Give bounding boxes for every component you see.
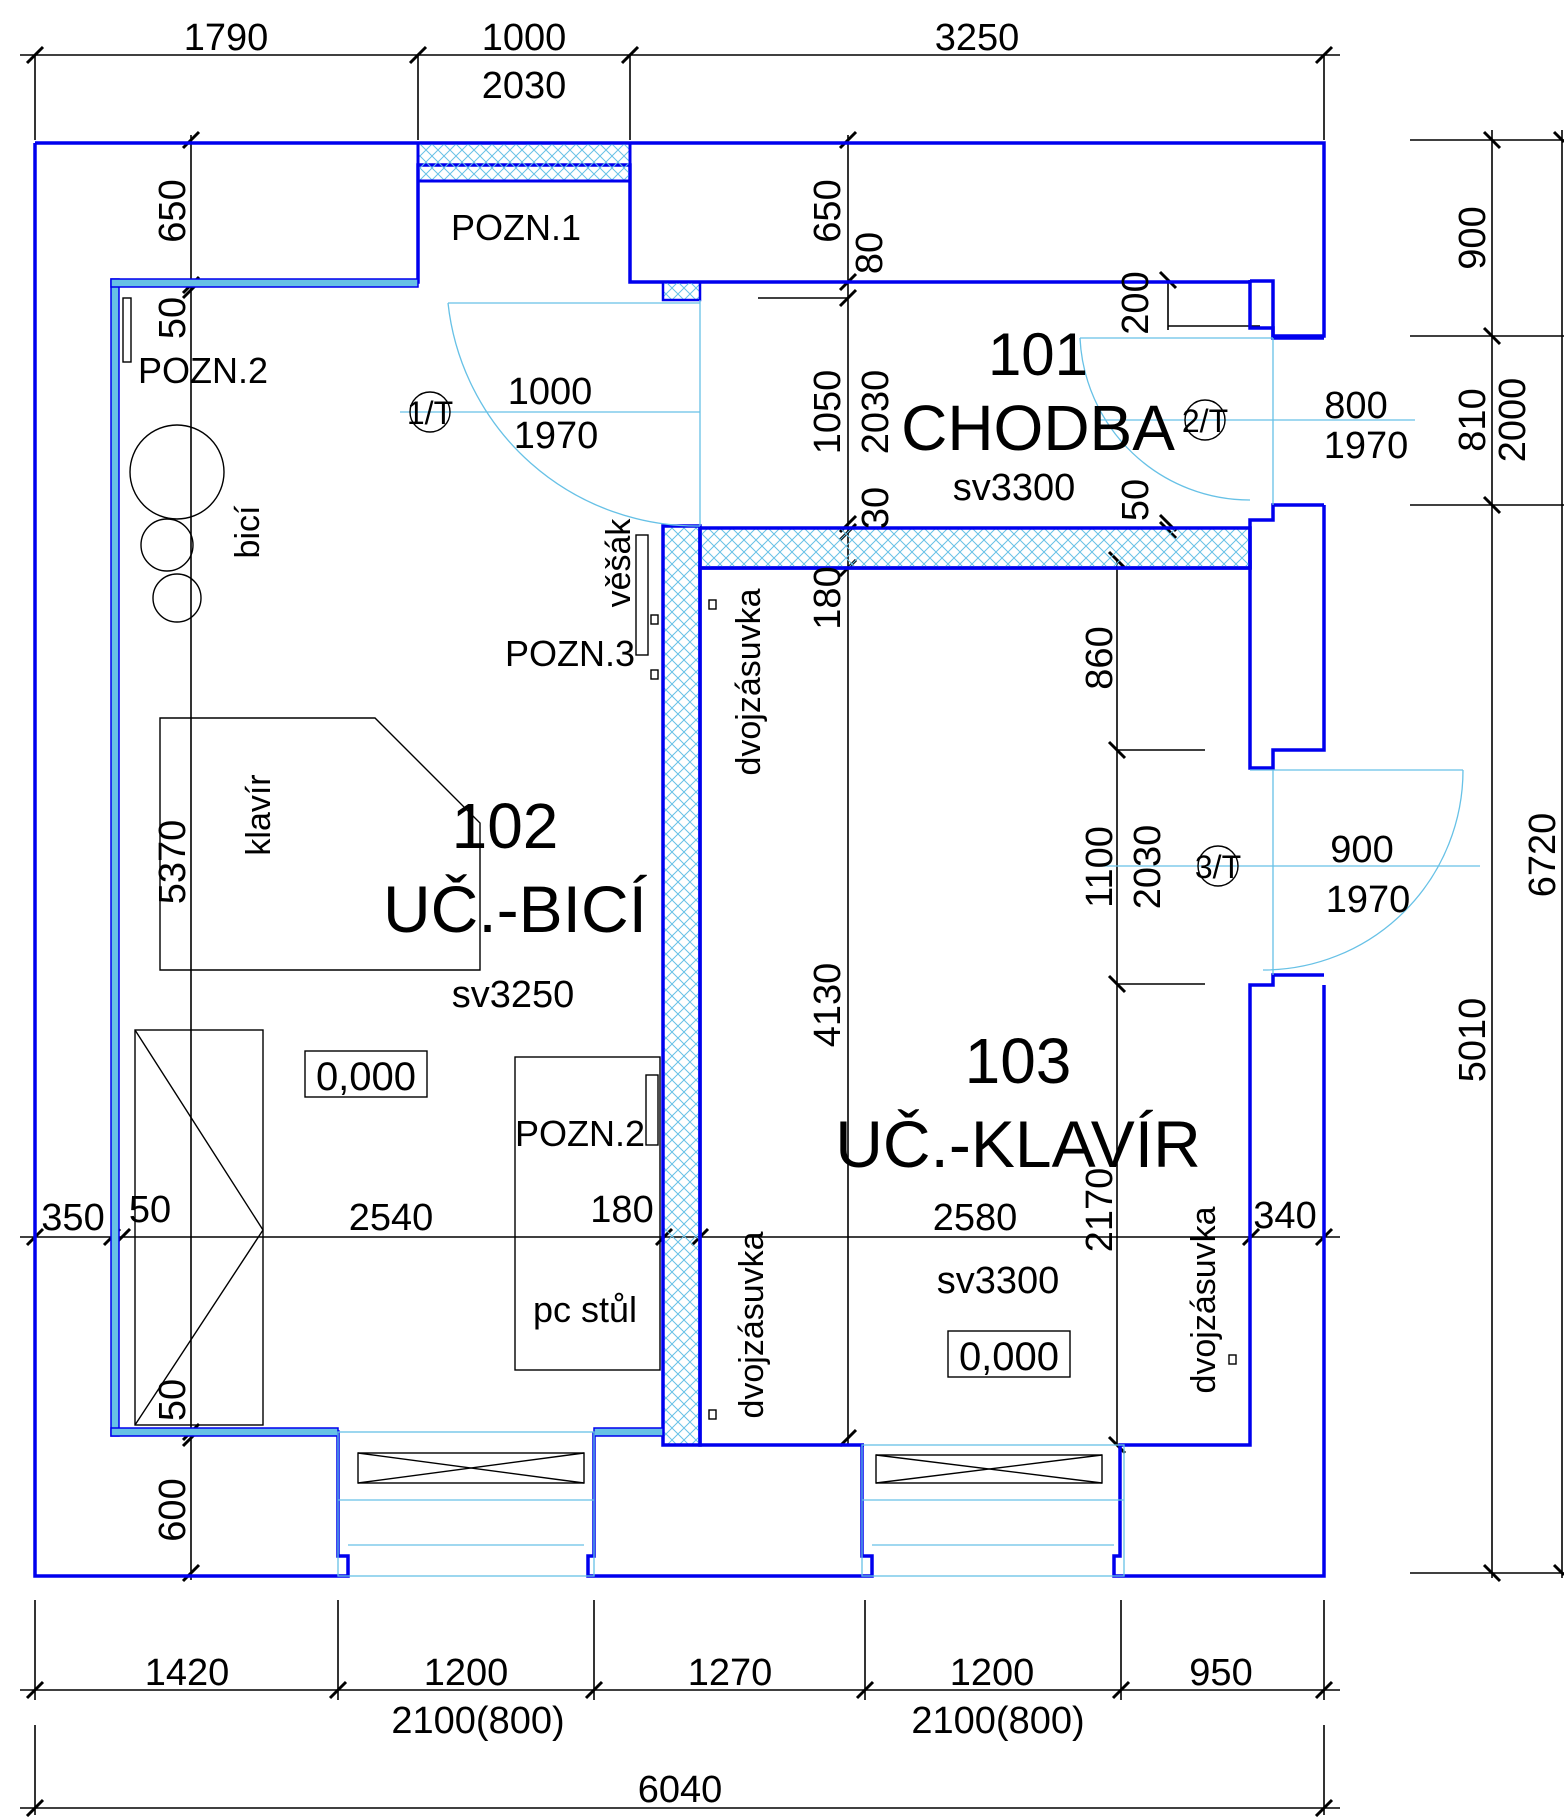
- level-box-103: [947, 1330, 1071, 1378]
- dim-right-2: 810: [1452, 388, 1494, 451]
- label-socket-3: dvojzásuvka: [1185, 1206, 1223, 1393]
- walls: [33, 141, 1326, 1578]
- wall-box-top: [122, 297, 132, 363]
- door-2-tag: 2/T: [1182, 403, 1228, 439]
- note-pozn2-desk: POZN.2: [515, 1113, 645, 1154]
- door-tag-circle-3: [1197, 845, 1239, 887]
- room-101-height: sv3300: [953, 467, 1076, 509]
- dim-left-2: 50: [152, 297, 194, 339]
- piano-outline: [159, 717, 481, 971]
- windows: [337, 1431, 1125, 1577]
- dim-r103-2: 50: [1115, 479, 1157, 521]
- label-piano: klavír: [240, 774, 278, 855]
- room-101-name: CHODBA: [901, 392, 1175, 464]
- cabinet-diagonal: [134, 1029, 264, 1426]
- dim-left-4: 50: [152, 1379, 194, 1421]
- dim-r103-4-side: 2030: [1127, 825, 1169, 910]
- dim-left-5: 600: [152, 1478, 194, 1541]
- room-102-height: sv3250: [452, 974, 575, 1016]
- door-3-width: 900: [1330, 829, 1393, 871]
- dim-mid-4: 30: [855, 487, 897, 529]
- drum-medium-icon: [140, 518, 194, 572]
- dim-left-1: 650: [152, 179, 194, 242]
- dim-mid-3: 1050: [807, 370, 849, 455]
- door-3-height: 1970: [1326, 879, 1411, 921]
- dim-bottom-1: 1420: [145, 1652, 230, 1694]
- dim-bottom-3: 1270: [688, 1652, 773, 1694]
- room-103-number: 103: [965, 1025, 1072, 1097]
- note-pozn3: POZN.3: [505, 633, 635, 674]
- labels: 1790 1000 2030 3250 1420 1200 2100(800) …: [41, 17, 1564, 1811]
- dim-mid-6: 4130: [807, 963, 849, 1048]
- door-2-height: 1970: [1324, 425, 1409, 467]
- dim-right-total: 6720: [1522, 813, 1564, 898]
- dimension-lines: [20, 45, 1564, 1817]
- dim-mid-5: 180: [807, 566, 849, 629]
- door-3-tag: 3/T: [1195, 849, 1241, 885]
- door-1-tag: 1/T: [407, 395, 453, 431]
- dim-bottom-total: 6040: [638, 1769, 723, 1811]
- label-socket-2: dvojzásuvka: [733, 1231, 771, 1418]
- hanger-rail: [635, 534, 649, 656]
- dim-r103-3: 860: [1079, 626, 1121, 689]
- dim-h-5: 2580: [933, 1197, 1018, 1239]
- dim-r103-4: 1100: [1079, 826, 1121, 908]
- note-pozn1: POZN.1: [451, 207, 581, 248]
- door-tag-circle-1: [409, 391, 451, 433]
- dim-h-1: 350: [41, 1197, 104, 1239]
- hanger-mark-2: [650, 669, 659, 680]
- dim-h-6: 340: [1253, 1195, 1316, 1237]
- drum-small-icon: [152, 573, 202, 623]
- furniture: [122, 297, 1239, 1426]
- label-socket-1: dvojzásuvka: [730, 588, 768, 775]
- hanger-mark-1: [650, 614, 659, 625]
- room-102-name: UČ.-BICÍ: [383, 872, 648, 946]
- dim-h-2: 50: [129, 1189, 171, 1231]
- dim-right-2-side: 2000: [1492, 378, 1534, 463]
- room-103-height: sv3300: [937, 1260, 1060, 1302]
- socket-mark-1: [708, 599, 717, 610]
- drum-large-icon: [129, 424, 225, 520]
- storage-cabinet: [134, 1029, 264, 1426]
- doors: [400, 300, 1480, 975]
- door-tag-circle-2: [1184, 399, 1226, 441]
- dim-top-2: 1000: [482, 17, 567, 59]
- socket-mark-3: [1228, 1354, 1237, 1365]
- label-drums: bicí: [229, 505, 267, 558]
- door-1-height: 1970: [514, 415, 599, 457]
- room-103-level: 0,000: [959, 1335, 1059, 1379]
- pc-desk-outline: [514, 1056, 661, 1371]
- label-desk: pc stůl: [533, 1289, 637, 1330]
- level-box-102: [304, 1050, 428, 1098]
- room-102-number: 102: [452, 790, 559, 862]
- note-pozn2-top: POZN.2: [138, 350, 268, 391]
- dim-mid-1: 650: [807, 179, 849, 242]
- room-102-level: 0,000: [316, 1055, 416, 1099]
- room-103-name: UČ.-KLAVÍR: [835, 1107, 1201, 1181]
- dim-h-3: 2540: [349, 1197, 434, 1239]
- dim-bottom-5: 950: [1189, 1652, 1252, 1694]
- dim-top-1: 1790: [184, 17, 269, 59]
- door-1-width: 1000: [508, 371, 593, 413]
- door-2-width: 800: [1324, 385, 1387, 427]
- dim-bottom-2-sub: 2100(800): [391, 1700, 564, 1742]
- dim-r103-1: 200: [1115, 271, 1157, 334]
- wall-box-desk: [645, 1074, 659, 1146]
- dim-right-1: 900: [1452, 206, 1494, 269]
- dim-bottom-4: 1200: [950, 1652, 1035, 1694]
- socket-mark-2: [708, 1409, 717, 1420]
- dim-top-2-sub: 2030: [482, 65, 567, 107]
- dim-mid-2: 80: [849, 232, 891, 274]
- dim-h-4: 180: [590, 1189, 653, 1231]
- dim-right-3: 5010: [1452, 998, 1494, 1083]
- dim-r103-5: 2170: [1079, 1168, 1121, 1253]
- dim-bottom-4-sub: 2100(800): [911, 1700, 1084, 1742]
- label-hanger: věšák: [600, 518, 638, 608]
- dim-mid-3-side: 2030: [855, 370, 897, 455]
- room-101-number: 101: [988, 321, 1088, 388]
- dim-left-3: 5370: [152, 820, 194, 905]
- dim-top-3: 3250: [935, 17, 1020, 59]
- dim-bottom-2: 1200: [424, 1652, 509, 1694]
